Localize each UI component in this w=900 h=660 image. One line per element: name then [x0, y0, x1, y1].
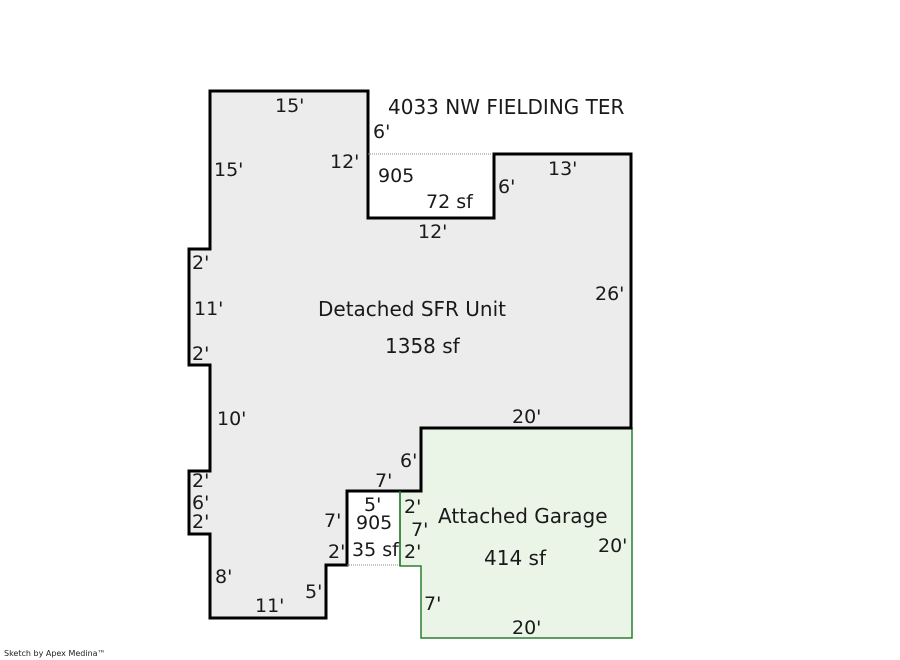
dim-garage-step-lower: 2' [404, 541, 421, 563]
porch-top-size: 72 sf [426, 191, 474, 213]
dim-top-left-width: 15' [275, 95, 304, 117]
dim-top-right-width: 13' [548, 158, 577, 180]
dim-garage-step-upper: 2' [404, 496, 421, 518]
dim-step-height: 5' [305, 581, 322, 603]
garage-area-size: 414 sf [484, 546, 547, 570]
address-title: 4033 NW FIELDING TER [388, 95, 625, 119]
porch-bottom-size: 35 sf [352, 539, 400, 561]
dim-garage-left-upper: 6' [400, 450, 417, 472]
dim-porch-left-height: 7' [324, 510, 341, 532]
dim-garage-bottom-width: 20' [512, 617, 541, 639]
dim-bottom-width: 11' [255, 595, 284, 617]
porch-top-code: 905 [378, 165, 414, 187]
dim-left-upper-height: 15' [214, 159, 243, 181]
dim-porch-inner-width: 5' [364, 494, 381, 516]
dim-garage-step-height: 7' [411, 519, 428, 541]
garage-area-name: Attached Garage [438, 504, 608, 528]
porch-bottom-code: 905 [356, 512, 392, 534]
house-area-size: 1358 sf [385, 334, 461, 358]
dim-notch-top-left-width: 12' [330, 151, 359, 173]
dim-bump1-bottom: 2' [192, 343, 209, 365]
dim-bump1-top: 2' [192, 252, 209, 274]
sketch-credit: Sketch by Apex Medina™ [4, 649, 106, 658]
dim-notch-top-depth: 6' [373, 121, 390, 143]
dim-garage-left-lower: 7' [424, 593, 441, 615]
dim-bump1-height: 11' [194, 298, 223, 320]
dim-garage-right-height: 20' [598, 535, 627, 557]
dim-bump2-height: 6' [192, 492, 209, 514]
dim-left-middle-height: 10' [217, 408, 246, 430]
dim-garage-top-width: 20' [512, 406, 541, 428]
dim-notch-top-right-height: 6' [498, 176, 515, 198]
house-outline [187, 89, 633, 620]
dim-left-lower-height: 8' [215, 566, 232, 588]
dim-bump2-top: 2' [192, 470, 209, 492]
dim-porch-top-width: 7' [375, 470, 392, 492]
house-area-name: Detached SFR Unit [318, 297, 506, 321]
dim-step-width: 2' [328, 541, 345, 563]
dim-right-height: 26' [595, 283, 624, 305]
dim-bump2-bottom: 2' [192, 511, 209, 533]
dim-notch-top-bottom-width: 12' [418, 221, 447, 243]
